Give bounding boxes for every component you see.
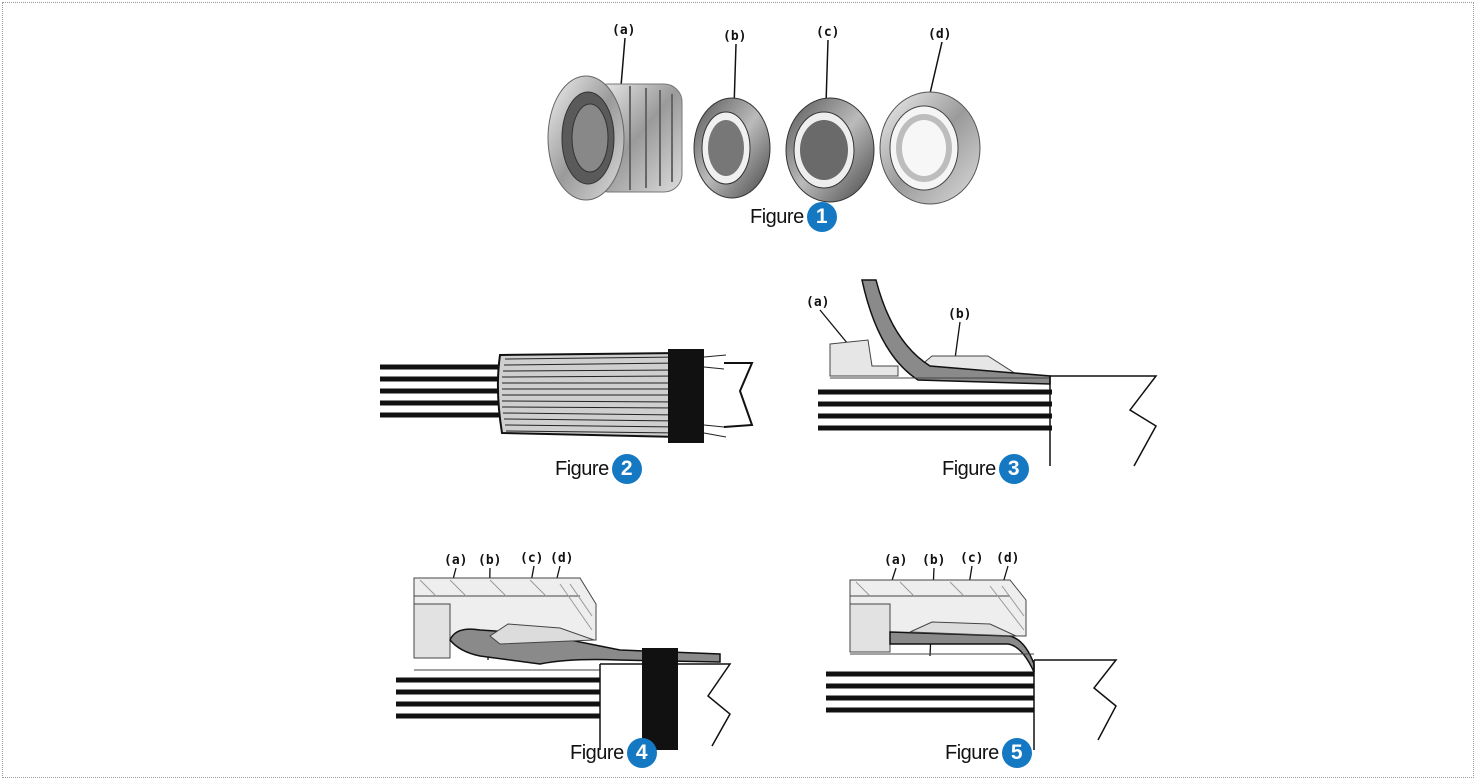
fig5-label-d: (d)	[996, 551, 1019, 566]
figure-2-illustration	[380, 345, 760, 445]
figure-5-caption-text: Figure	[945, 741, 999, 764]
figure-5-illustration: (a) (b) (c) (d)	[820, 540, 1120, 750]
fig3-label-b: (b)	[948, 307, 971, 322]
figure-3-illustration: (a) (b)	[800, 279, 1180, 470]
figure-1-caption-text: Figure	[750, 205, 804, 228]
figure-3-number-badge: 3	[998, 454, 1029, 484]
fig5-label-b: (b)	[922, 553, 945, 568]
figure-4-illustration: (a) (b) (c) (d)	[390, 540, 770, 750]
fig1-label-c: (c)	[816, 25, 839, 40]
figure-2-number-badge: 2	[611, 454, 642, 484]
fig4-label-b: (b)	[478, 553, 501, 568]
fig1-label-b: (b)	[723, 29, 746, 44]
figure-3-caption: Figure 3	[942, 454, 1029, 484]
fig1-part-c	[785, 97, 875, 203]
figure-4-caption-text: Figure	[570, 741, 624, 764]
fig3-label-a: (a)	[806, 295, 829, 310]
fig1-part-b	[693, 97, 771, 199]
fig5-label-a: (a)	[884, 553, 907, 568]
fig4-label-c: (c)	[520, 551, 543, 566]
figure-1-caption: Figure 1	[750, 202, 837, 232]
fig4-label-a: (a)	[444, 553, 467, 568]
figure-5-number-badge: 5	[1001, 738, 1032, 768]
figure-1-number-badge: 1	[806, 202, 837, 232]
figure-2-caption-text: Figure	[555, 457, 609, 480]
fig4-label-d: (d)	[550, 551, 573, 566]
figure-5-caption: Figure 5	[945, 738, 1032, 768]
fig1-label-a: (a)	[612, 23, 635, 38]
figure-4-caption: Figure 4	[570, 738, 657, 768]
figure-1-illustration: (a) (b) (c) (d)	[520, 18, 1000, 218]
fig1-part-d	[879, 91, 981, 205]
fig1-label-d: (d)	[928, 27, 951, 42]
figure-2-caption: Figure 2	[555, 454, 642, 484]
figure-4-number-badge: 4	[626, 738, 657, 768]
fig1-part-a	[547, 75, 683, 201]
fig5-label-c: (c)	[960, 551, 983, 566]
figure-3-caption-text: Figure	[942, 457, 996, 480]
